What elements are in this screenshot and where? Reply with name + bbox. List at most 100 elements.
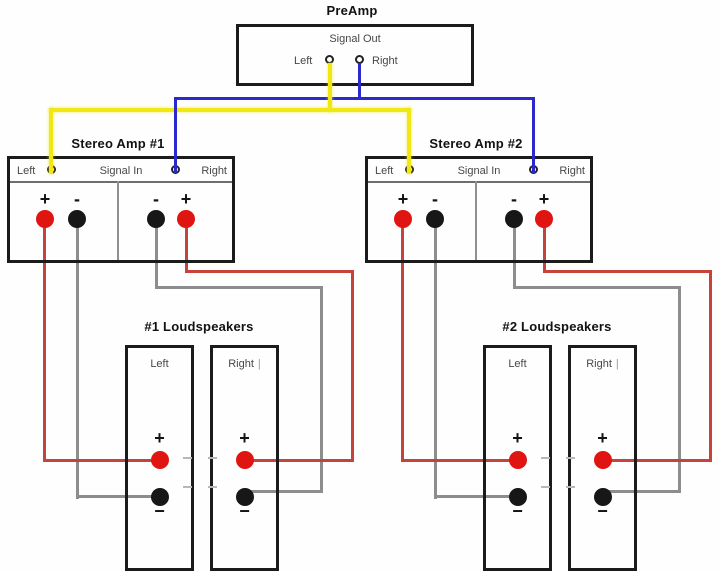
amp1-right-neg-terminal [147,210,165,228]
amp1-channel-divider [117,181,119,260]
speaker-1-right-pos-terminal [235,451,254,469]
group2-title: #2 Loudspeakers [502,319,612,334]
border-tick [183,486,192,488]
amp1-signal-in-label: Signal In [99,165,143,177]
wire-amp2-right-neg-v1 [513,219,516,289]
wire-amp1-right-pos-h1 [185,270,354,273]
wire-amp1-left-neg-v [76,219,79,499]
wire-amp2-right-pos-v1 [543,219,546,273]
amp1-left-pos-terminal [36,210,54,228]
wire-amp2-right-pos-h2 [598,459,712,462]
border-tick [208,457,217,459]
preamp-title: PreAmp [326,3,378,18]
amp1-right-minus-sign: - [153,189,159,209]
border-tick [541,486,550,488]
wire-left-signal-drop-amp1 [49,108,53,174]
group1-title: #1 Loudspeakers [144,319,254,334]
speaker-1-left-pos-terminal [150,451,169,469]
wire-left-signal-bus [49,108,411,112]
wire-amp2-right-neg-h2 [598,490,681,493]
wire-amp2-left-pos-v [401,219,404,462]
wire-right-signal-drop-amp1 [174,97,177,173]
preamp-right-out-label: Right [372,55,398,67]
wire-amp2-right-pos-h1 [543,270,712,273]
amp1-left-plus-sign: + [39,189,51,209]
wire-amp2-left-neg-h [434,495,516,498]
speaker-2-right-plus-sign: + [597,428,608,448]
border-tick [566,486,575,488]
amp1-right-in-label: Right [201,165,227,177]
cursor-artifact: | [615,358,619,370]
speaker-2-left-neg-terminal [508,488,527,506]
border-tick [183,457,192,459]
wire-right-signal-drop-amp2 [532,97,535,173]
border-tick [208,486,217,488]
wire-amp2-right-pos-v2 [709,270,712,462]
amp2-right-in-label: Right [559,165,585,177]
wire-amp1-left-pos-v [43,219,46,462]
speaker-box-1-left: Left + − [125,345,194,571]
amp1-box: Left Signal In Right + - - + [7,156,235,263]
speaker-1-left-label: Left [150,358,169,370]
amp2-right-plus-sign: + [538,189,550,209]
speaker-1-right-neg-terminal [235,488,254,506]
preamp-left-out-label: Left [294,55,313,67]
wire-amp2-left-pos-h [401,459,516,462]
amp1-left-neg-terminal [68,210,86,228]
speaker-box-2-left: Left + − [483,345,552,571]
speaker-2-left-plus-sign: + [512,428,523,448]
amp1-right-pos-terminal [177,210,195,228]
amp2-signal-row-divider [368,181,590,183]
wire-amp1-right-pos-v1 [185,219,188,273]
amp2-title: Stereo Amp #2 [429,136,523,151]
wire-left-signal-drop-preamp [328,63,332,112]
preamp-signal-out-label: Signal Out [329,33,381,45]
wire-right-signal-bus [174,97,535,100]
amp1-left-minus-sign: - [74,189,80,209]
speaker-2-right-neg-terminal [593,488,612,506]
speaker-2-right-pos-terminal [593,451,612,469]
amp2-channel-divider [475,181,477,260]
amp2-right-pos-terminal [535,210,553,228]
amp2-left-in-label: Left [375,165,394,177]
wire-amp1-left-neg-h [76,495,158,498]
amp2-left-minus-sign: - [432,189,438,209]
wire-amp1-right-pos-v2 [351,270,354,462]
amp2-left-plus-sign: + [397,189,409,209]
speaker-1-right-minus-sign: − [239,501,250,521]
wire-amp2-left-neg-v [434,219,437,499]
wire-amp1-left-pos-h [43,459,158,462]
amp1-left-in-label: Left [17,165,36,177]
preamp-box: Signal Out Left Right [236,24,474,86]
amp2-signal-in-label: Signal In [457,165,501,177]
wire-amp1-right-neg-h2 [240,490,323,493]
wire-amp1-right-neg-v2 [320,286,323,493]
wire-amp2-right-neg-h1 [513,286,681,289]
cursor-artifact: | [257,358,261,370]
speaker-1-right-label: Right| [228,358,261,370]
amp2-left-neg-terminal [426,210,444,228]
amp2-left-pos-terminal [394,210,412,228]
speaker-box-1-right: Right| + − [210,345,279,571]
border-tick [541,457,550,459]
amp1-title: Stereo Amp #1 [71,136,165,151]
amp2-right-minus-sign: - [511,189,517,209]
amp2-right-neg-terminal [505,210,523,228]
speaker-1-right-plus-sign: + [239,428,250,448]
amp1-signal-row-divider [10,181,232,183]
speaker-2-left-minus-sign: − [512,501,523,521]
speaker-2-left-pos-terminal [508,451,527,469]
speaker-2-right-label: Right| [586,358,619,370]
wire-amp1-right-neg-h1 [155,286,323,289]
speaker-1-left-neg-terminal [150,488,169,506]
amp2-box: Left Signal In Right + - - + [365,156,593,263]
wire-left-signal-drop-amp2 [407,108,411,174]
wire-amp1-right-neg-v1 [155,219,158,289]
wire-amp2-right-neg-v2 [678,286,681,493]
wire-amp1-right-pos-h2 [240,459,354,462]
speaker-2-right-minus-sign: − [597,501,608,521]
speaker-1-left-minus-sign: − [154,501,165,521]
amp1-right-plus-sign: + [180,189,192,209]
speaker-1-left-plus-sign: + [154,428,165,448]
